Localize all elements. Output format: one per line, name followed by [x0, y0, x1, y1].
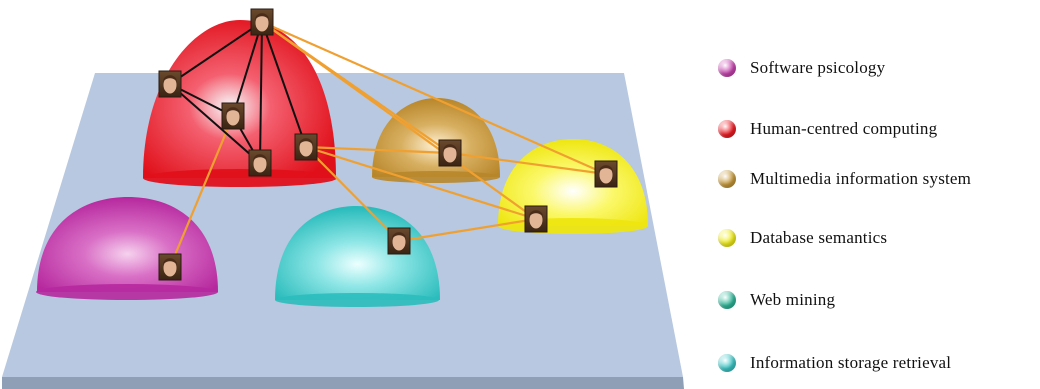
link-line [259, 21, 263, 164]
person-avatar-icon [158, 70, 182, 98]
link-line [449, 151, 607, 176]
legend-label: Multimedia information system [750, 169, 972, 188]
circle-icon [718, 170, 736, 188]
circle-icon [718, 291, 736, 309]
person-avatar-icon [387, 227, 411, 255]
legend-label: Software psicology [750, 58, 886, 77]
legend-item-web-mining: Web mining [718, 288, 835, 312]
link-line [261, 21, 307, 148]
legend-item-software-psicology: Software psicology [718, 56, 885, 80]
people [158, 8, 618, 281]
person-avatar-icon [250, 8, 274, 36]
legend-label: Information storage retrieval [750, 353, 952, 372]
legend-label: Human-centred computing [750, 119, 938, 138]
legend-item-database-semantics: Database semantics [718, 226, 887, 250]
person-avatar-icon [294, 133, 318, 161]
circle-icon [718, 229, 736, 247]
links [168, 20, 607, 268]
person-avatar-icon [248, 149, 272, 177]
person-avatar-icon [438, 139, 462, 167]
legend-label: Database semantics [750, 228, 888, 247]
dome-multimedia-information-system [372, 98, 500, 183]
person-avatar-icon [158, 253, 182, 281]
person-avatar-icon [594, 160, 618, 188]
link-line [305, 145, 537, 221]
legend-label: Web mining [750, 290, 836, 309]
dome-human-centred-computing [143, 20, 337, 187]
circle-icon [718, 354, 736, 372]
link-line [169, 21, 263, 85]
link-line [261, 21, 537, 220]
circle-icon [718, 59, 736, 77]
legend-item-information-storage-retrieval: Information storage retrieval [718, 351, 951, 375]
person-avatar-icon [524, 205, 548, 233]
link-line [261, 20, 607, 176]
circle-icon [718, 120, 736, 138]
link-line [168, 115, 235, 268]
link-line [305, 146, 400, 242]
person-avatar-icon [221, 102, 245, 130]
link-line [232, 21, 263, 117]
link-line [305, 145, 451, 155]
legend-item-multimedia-information-system: Multimedia information system [718, 167, 971, 191]
link-line [398, 217, 537, 243]
legend-item-human-centred-computing: Human-centred computing [718, 117, 937, 141]
link-line [169, 83, 261, 164]
